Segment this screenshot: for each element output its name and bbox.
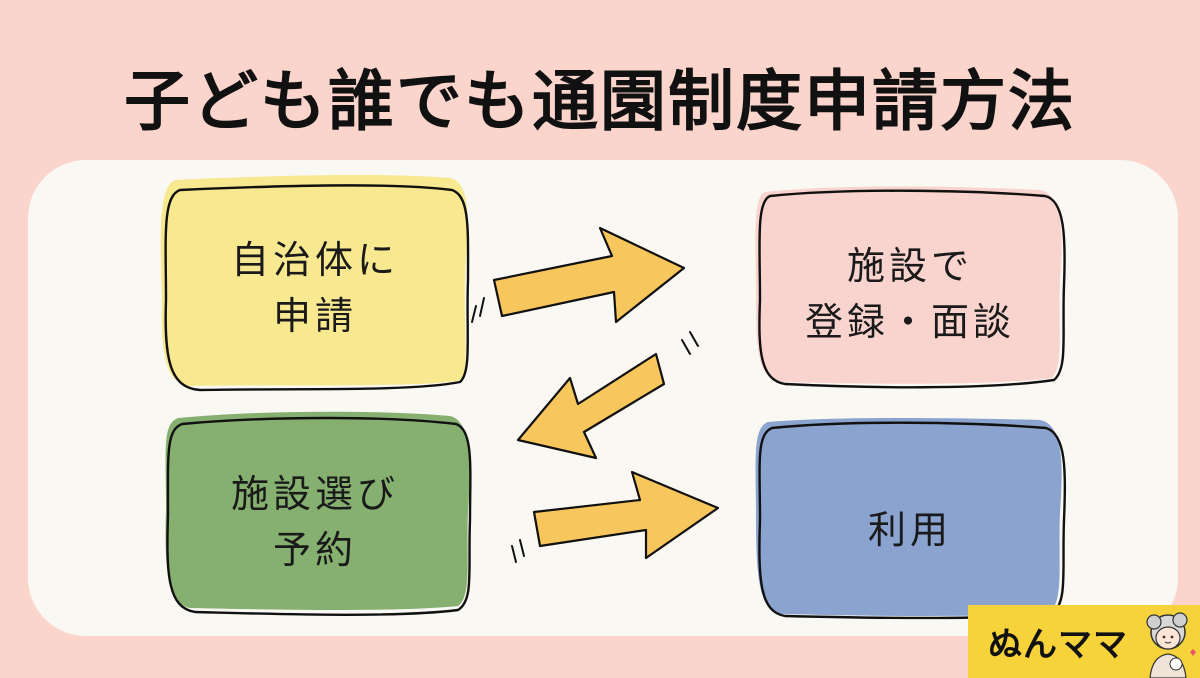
arrow-right-icon <box>511 470 720 563</box>
step-4-label: 利用 <box>760 502 1060 558</box>
step-1-label: 自治体に 申請 <box>170 232 460 344</box>
arrow-left-down-icon <box>516 331 699 460</box>
step-1-box <box>160 174 470 392</box>
avatar-illustration <box>1146 612 1196 678</box>
step-3-label: 施設選び 予約 <box>170 466 460 578</box>
arrow-right-icon <box>471 226 686 324</box>
step-3-line-2: 予約 <box>272 528 357 572</box>
step-2-label: 施設で 登録・面談 <box>760 238 1060 350</box>
step-3-box <box>165 411 472 616</box>
step-2-line-2: 登録・面談 <box>804 300 1015 344</box>
step-1-line-2: 申請 <box>272 294 357 338</box>
step-3-line-1: 施設選び <box>230 472 399 516</box>
step-2-line-1: 施設で <box>846 244 973 288</box>
brand-name: ぬんママ <box>988 625 1128 665</box>
step-2-box <box>755 186 1066 389</box>
page-title: 子ども誰でも通園制度申請方法 <box>124 63 1076 140</box>
step-4-line-1: 利用 <box>867 508 952 552</box>
step-1-line-1: 自治体に <box>230 238 399 282</box>
